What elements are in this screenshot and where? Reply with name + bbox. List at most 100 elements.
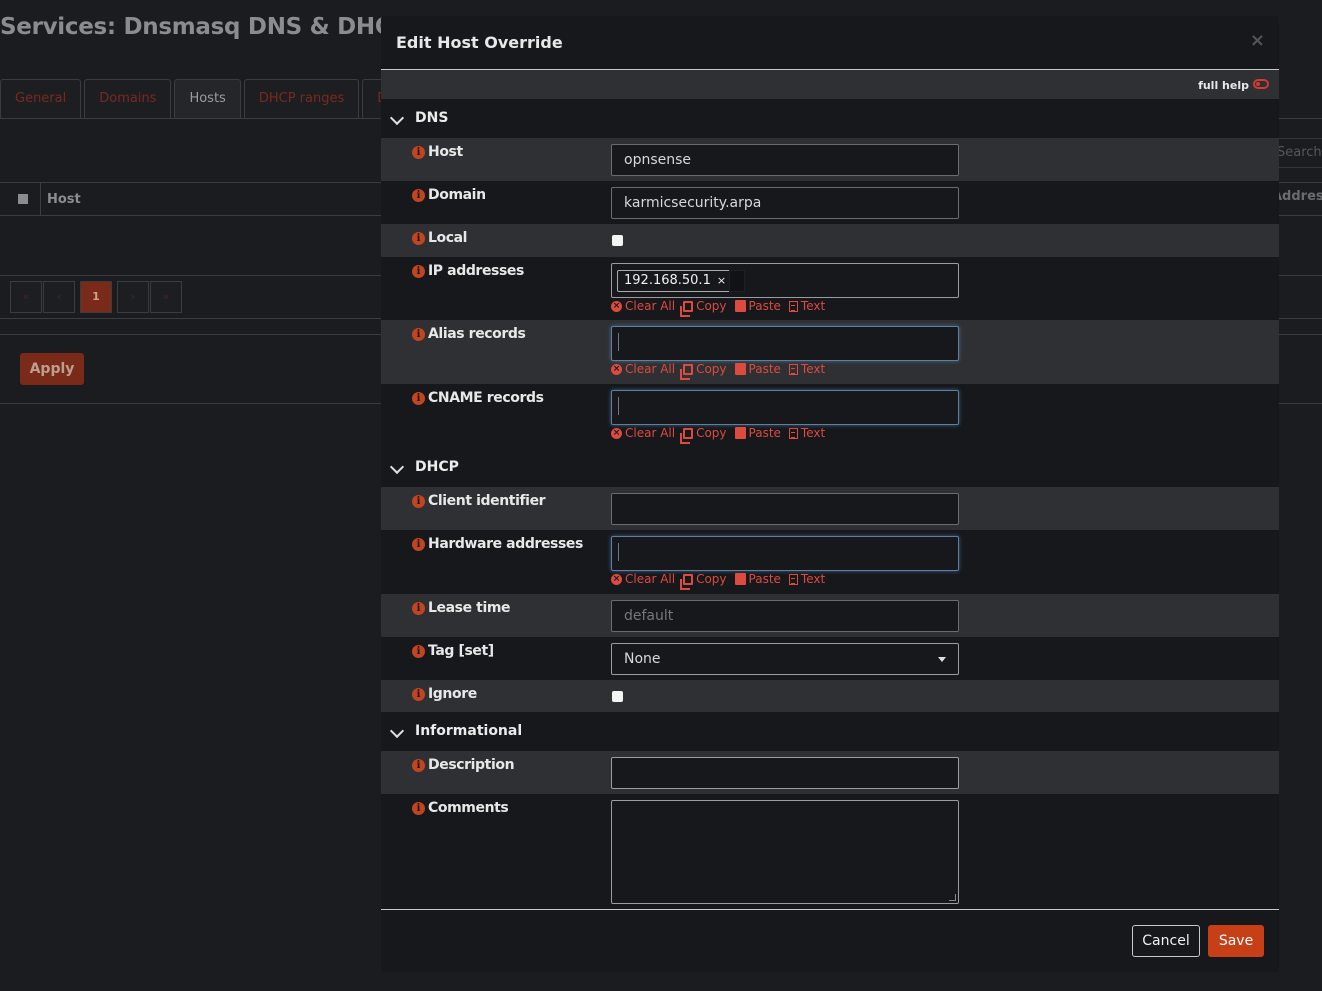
tool-label: Clear All <box>625 572 676 586</box>
field-label: Client identifier <box>428 493 546 509</box>
ip-addresses-tokens[interactable]: 192.168.50.1× <box>611 263 959 298</box>
help-bar: full help <box>381 70 1279 99</box>
section-dhcp[interactable]: DHCP <box>381 448 1279 487</box>
search-input[interactable]: Search <box>1278 138 1322 168</box>
column-divider <box>40 183 41 215</box>
paste-button[interactable]: Paste <box>734 299 781 313</box>
page-first[interactable]: « <box>10 281 42 313</box>
column-address[interactable]: Address <box>1278 189 1322 204</box>
alias-records-input[interactable] <box>611 326 959 361</box>
local-checkbox[interactable] <box>612 235 623 246</box>
copy-icon <box>680 363 694 380</box>
token-input[interactable] <box>729 270 745 292</box>
paste-icon <box>734 573 746 585</box>
paste-button[interactable]: Paste <box>734 362 781 376</box>
cancel-button[interactable]: Cancel <box>1132 925 1200 957</box>
clear-all-button[interactable]: ×Clear All <box>611 362 675 376</box>
clear-all-button[interactable]: ×Clear All <box>611 572 675 586</box>
page-next[interactable]: › <box>117 281 149 313</box>
full-help-label: full help <box>1198 79 1249 92</box>
comments-textarea[interactable] <box>611 800 959 904</box>
paste-icon <box>734 363 746 375</box>
tool-label: Paste <box>748 426 781 440</box>
paste-button[interactable]: Paste <box>734 572 781 586</box>
clear-all-button[interactable]: ×Clear All <box>611 299 675 313</box>
info-icon[interactable]: i <box>412 602 425 615</box>
text-button[interactable]: Text <box>788 426 826 440</box>
info-icon[interactable]: i <box>412 645 425 658</box>
chevron-down-icon <box>389 110 405 126</box>
lease-time-input[interactable]: default <box>611 600 959 632</box>
tab-general[interactable]: General <box>0 79 82 118</box>
paste-icon <box>734 300 746 312</box>
info-icon[interactable]: i <box>412 328 425 341</box>
host-input[interactable]: opnsense <box>611 144 959 176</box>
tag-select[interactable]: None <box>611 643 959 675</box>
lease-time-placeholder: default <box>624 608 674 624</box>
copy-button[interactable]: Copy <box>680 426 727 444</box>
clear-icon: × <box>611 300 622 312</box>
field-row-cname-records: i CNAME records ×Clear All Copy Paste Te… <box>381 384 1279 448</box>
select-all-checkbox[interactable] <box>18 194 28 204</box>
field-label: Comments <box>428 800 509 816</box>
field-label: Local <box>428 230 468 246</box>
full-help-toggle[interactable] <box>1253 79 1269 89</box>
remove-token-icon[interactable]: × <box>716 274 727 287</box>
tool-label: Text <box>800 426 826 440</box>
dialog-title: Edit Host Override <box>396 33 563 52</box>
apply-button[interactable]: Apply <box>20 353 84 385</box>
resize-handle-icon[interactable] <box>949 894 956 901</box>
section-title: Informational <box>415 723 523 739</box>
info-icon[interactable]: i <box>412 759 425 772</box>
ip-token: 192.168.50.1× <box>617 270 734 292</box>
field-label: Description <box>428 757 515 773</box>
client-identifier-input[interactable] <box>611 493 959 525</box>
domain-input[interactable]: karmicsecurity.arpa <box>611 187 959 219</box>
field-label: Host <box>428 144 463 160</box>
text-icon <box>788 427 798 439</box>
cname-records-input[interactable] <box>611 390 959 425</box>
copy-button[interactable]: Copy <box>680 362 727 380</box>
field-row-ip-addresses: i IP addresses 192.168.50.1× ×Clear All … <box>381 257 1279 320</box>
text-button[interactable]: Text <box>788 362 825 376</box>
section-dns[interactable]: DNS <box>381 99 1279 138</box>
info-icon[interactable]: i <box>412 232 425 245</box>
tab-dhcp-ranges[interactable]: DHCP ranges <box>243 79 360 118</box>
page-prev[interactable]: ‹ <box>43 281 75 313</box>
tool-label: Clear All <box>625 299 676 313</box>
tool-label: Paste <box>748 572 781 586</box>
tab-hosts[interactable]: Hosts <box>174 79 241 118</box>
info-icon[interactable]: i <box>412 265 425 278</box>
page-current[interactable]: 1 <box>80 281 112 313</box>
field-label: Tag [set] <box>428 643 494 659</box>
field-row-description: i Description <box>381 751 1279 794</box>
info-icon[interactable]: i <box>412 538 425 551</box>
field-label: Domain <box>428 187 486 203</box>
text-button[interactable]: Text <box>788 572 825 586</box>
ignore-checkbox[interactable] <box>612 691 623 702</box>
info-icon[interactable]: i <box>412 392 425 405</box>
save-button[interactable]: Save <box>1208 925 1264 957</box>
copy-icon <box>680 427 694 444</box>
description-input[interactable] <box>611 757 959 789</box>
page-last[interactable]: » <box>150 281 182 313</box>
section-informational[interactable]: Informational <box>381 712 1279 751</box>
info-icon[interactable]: i <box>412 802 425 815</box>
paste-button[interactable]: Paste <box>734 426 781 440</box>
clear-all-button[interactable]: ×Clear All <box>611 426 675 440</box>
info-icon[interactable]: i <box>412 495 425 508</box>
close-icon[interactable]: × <box>1249 30 1265 51</box>
info-icon[interactable]: i <box>412 146 425 159</box>
text-icon <box>788 363 798 375</box>
copy-button[interactable]: Copy <box>680 572 727 590</box>
copy-button[interactable]: Copy <box>680 299 727 317</box>
text-button[interactable]: Text <box>788 299 825 313</box>
hardware-addresses-input[interactable] <box>611 536 959 571</box>
chevron-down-icon <box>389 459 405 475</box>
column-host[interactable]: Host <box>47 191 81 207</box>
field-row-client-identifier: i Client identifier <box>381 487 1279 530</box>
pagination: « ‹ 1 › » <box>10 281 183 313</box>
tab-domains[interactable]: Domains <box>84 79 172 118</box>
info-icon[interactable]: i <box>412 688 425 701</box>
info-icon[interactable]: i <box>412 189 425 202</box>
